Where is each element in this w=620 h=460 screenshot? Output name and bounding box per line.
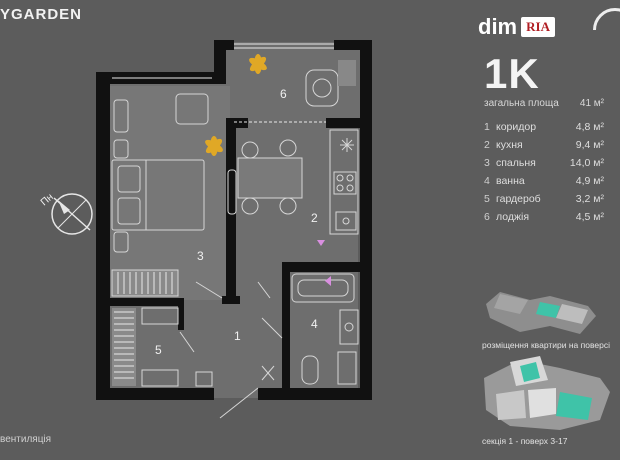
plant-icon: [249, 54, 267, 74]
floor-position-diagram: [486, 292, 596, 334]
plant-icons: [205, 54, 267, 156]
room-name: гардероб: [496, 193, 541, 205]
room-number: 1: [484, 121, 490, 133]
dimria-watermark: dim RIA: [478, 14, 555, 40]
windows: [112, 43, 334, 123]
room-label-4: 4: [311, 317, 318, 331]
room-label-5: 5: [155, 343, 162, 357]
walls: [96, 40, 372, 400]
room-name: лоджія: [496, 211, 530, 223]
section-caption: секція 1 - поверх 3-17: [482, 436, 568, 446]
bedroom-furniture: [111, 93, 237, 297]
wardrobe-room: [112, 307, 213, 387]
loggia-furniture: [305, 60, 356, 107]
wardrobe-rail-bedroom: [117, 272, 173, 294]
apartment-type: 1K: [484, 50, 540, 97]
room-row: 2 кухня 9,4 м²: [484, 136, 604, 154]
room-row: 3 спальня 14,0 м²: [484, 154, 604, 172]
plant-icon: [205, 136, 223, 156]
floor-position-caption: розміщення квартири на поверсі: [482, 340, 610, 350]
room-row: 6 лоджія 4,5 м²: [484, 208, 604, 226]
room-label-6: 6: [280, 87, 287, 101]
room-area: 9,4 м²: [575, 139, 604, 151]
room-label-3: 3: [197, 249, 204, 263]
watermark-dim: dim: [478, 14, 518, 39]
room-number: 6: [484, 211, 490, 223]
room-name: ванна: [496, 175, 525, 187]
brand-title: YGARDEN: [0, 6, 83, 23]
total-area-label: загальна площа: [484, 98, 559, 109]
room-number: 2: [484, 139, 490, 151]
room-row: 4 ванна 4,9 м²: [484, 172, 604, 190]
room-row: 1 коридор 4,8 м²: [484, 118, 604, 136]
room-area: 3,2 м²: [575, 193, 604, 205]
room-area: 4,8 м²: [575, 121, 604, 133]
section-diagram: [484, 356, 610, 430]
room-label-1: 1: [234, 329, 241, 343]
total-area-value: 41 м²: [579, 98, 604, 109]
corner-arc-decoration: [593, 8, 620, 30]
ventilation-legend: вентиляція: [0, 434, 52, 445]
total-area-row: загальна площа 41 м²: [484, 98, 604, 109]
room-number: 5: [484, 193, 490, 205]
room-row: 5 гардероб 3,2 м²: [484, 190, 604, 208]
room-number: 4: [484, 175, 490, 187]
room-name: кухня: [496, 139, 523, 151]
room-name: спальня: [496, 157, 536, 169]
ventilation-markers: [317, 240, 331, 286]
kitchen-furniture: [237, 129, 359, 235]
bathroom-fixtures: [291, 273, 359, 385]
room-area: 14,0 м²: [569, 157, 604, 169]
room-label-2: 2: [311, 211, 318, 225]
room-name: коридор: [496, 121, 537, 133]
door-swings: [179, 281, 283, 419]
room-area: 4,5 м²: [575, 211, 604, 223]
bedroom-light: [108, 86, 230, 300]
room-area: 4,9 м²: [575, 175, 604, 187]
compass-icon: [51, 193, 93, 235]
watermark-ria: RIA: [521, 17, 555, 37]
room-number: 3: [484, 157, 490, 169]
room-list: 1 коридор 4,8 м² 2 кухня 9,4 м² 3 спальн…: [484, 118, 604, 226]
